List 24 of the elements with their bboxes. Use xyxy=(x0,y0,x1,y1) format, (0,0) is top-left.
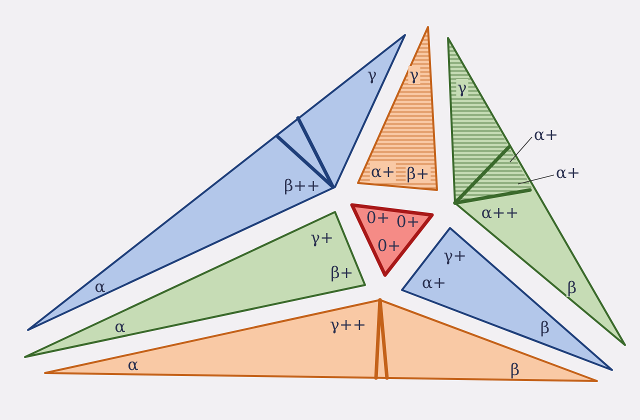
angle-label: α+ xyxy=(556,165,580,181)
angle-label: γ xyxy=(408,66,420,84)
angle-label: β++ xyxy=(284,178,320,194)
angle-label: α xyxy=(114,319,126,335)
angle-label: α+ xyxy=(534,127,558,143)
angle-label: γ xyxy=(456,79,468,97)
angle-label: γ xyxy=(367,67,377,83)
angle-label: γ+ xyxy=(310,230,334,246)
angle-label: α xyxy=(128,357,138,373)
angle-label: α xyxy=(94,279,106,295)
angle-label: β xyxy=(540,320,550,336)
angle-label: γ+ xyxy=(444,248,466,264)
angle-label: β+ xyxy=(330,265,354,281)
angle-label: 0+ xyxy=(377,238,401,254)
leader-line xyxy=(510,136,532,162)
angle-label: β+ xyxy=(406,165,430,183)
angle-label: γ++ xyxy=(330,317,366,333)
angle-label: β xyxy=(510,362,520,378)
leader-line xyxy=(518,174,554,184)
angle-label: α+ xyxy=(422,275,446,291)
angle-label: β xyxy=(566,279,578,297)
angle-label: 0+ xyxy=(366,210,390,226)
angle-label: 0+ xyxy=(396,214,420,230)
angle-label: α+ xyxy=(370,163,396,181)
